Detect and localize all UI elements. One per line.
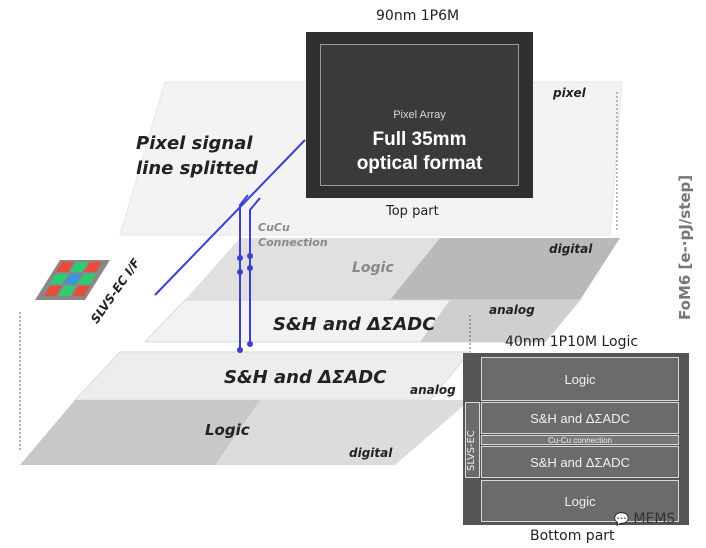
lower-logic-label: Logic <box>205 421 250 439</box>
pixel-signal-lines <box>154 139 306 350</box>
bottom-adc-upper: S&H and ΔΣADC <box>481 402 679 434</box>
bottom-slvs-side-block <box>465 402 480 478</box>
chat-bubble-icon: 💬 <box>614 512 629 526</box>
lower-digital-label: digital <box>349 446 393 460</box>
bottom-cucu-strip: Cu-Cu connection <box>481 435 679 445</box>
mems-watermark: 💬 MEMS <box>614 511 675 527</box>
bottom-adc-lower: S&H and ΔΣADC <box>481 446 679 478</box>
bottom-logic-top: Logic <box>481 357 679 401</box>
cucu-label-line-2: Connection <box>258 236 328 249</box>
signal-label-line-2: line splitted <box>136 158 258 179</box>
bottom-die-panel: Logic S&H and ΔΣADC Cu-Cu connection S&H… <box>463 353 689 525</box>
top-process-label: 90nm 1P6M <box>376 8 460 24</box>
upper-logic-label: Logic <box>352 260 394 276</box>
watermark-text: MEMS <box>633 511 676 527</box>
bottom-caption: Bottom part <box>530 528 615 544</box>
format-line-1: Full 35mm <box>372 129 467 150</box>
cucu-label-line-1: CuCu <box>258 221 290 234</box>
cucu-connection-dots <box>237 253 253 353</box>
signal-label-line-1: Pixel signal <box>136 133 253 154</box>
upper-digital-label: digital <box>549 242 593 256</box>
bottom-process-label: 40nm 1P10M Logic <box>505 334 639 350</box>
format-line-2: optical format <box>356 153 483 174</box>
color-filter-pixels <box>35 260 110 300</box>
top-die-inner: Pixel Array Full 35mm optical format <box>320 44 519 186</box>
pixel-array-label: Pixel Array <box>393 109 446 121</box>
top-die-panel: Pixel Array Full 35mm optical format <box>306 32 533 198</box>
upper-analog-label: analog <box>489 303 535 317</box>
upper-analog-dark <box>420 300 580 342</box>
pixel-layer-label: pixel <box>553 86 586 100</box>
bottom-logic-bottom: Logic <box>481 480 679 522</box>
upper-adc-label: S&H and ΔΣADC <box>273 314 436 335</box>
lower-digital-dark <box>20 400 260 465</box>
top-caption: Top part <box>386 204 439 219</box>
bottom-slvs-label: SLVS-EC <box>466 430 477 471</box>
upper-digital-dark <box>390 238 620 300</box>
lower-analog-label: analog <box>410 383 456 397</box>
fom-axis-label: FoM6 [e-·pJ/step] <box>676 174 694 320</box>
lower-adc-label: S&H and ΔΣADC <box>224 367 387 388</box>
